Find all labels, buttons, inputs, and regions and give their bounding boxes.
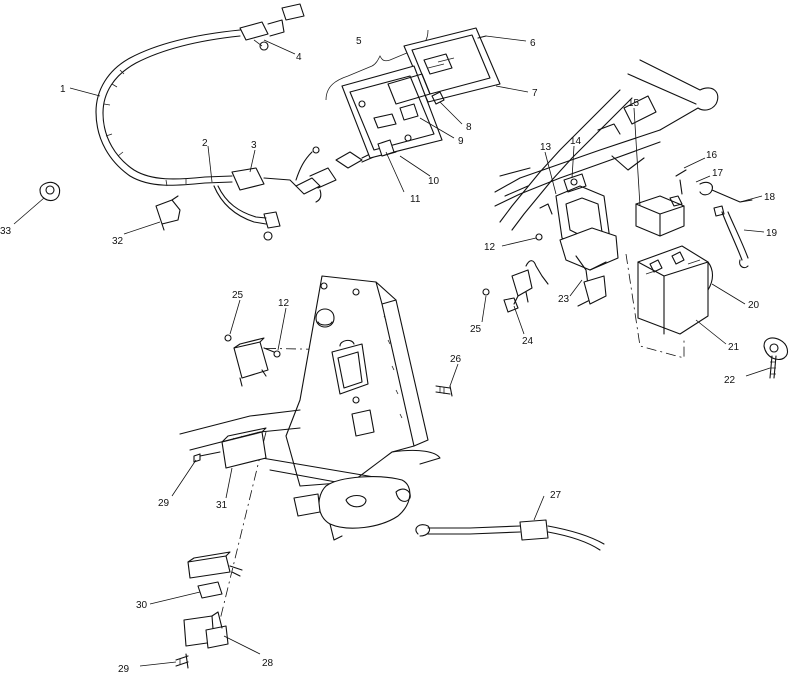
callout-29-relay: 29 xyxy=(118,664,130,674)
small-connector xyxy=(482,260,549,313)
relay-assembly xyxy=(175,551,243,669)
callout-10: 10 xyxy=(428,176,440,187)
callout-26: 26 xyxy=(450,354,462,365)
callout-6: 6 xyxy=(530,38,536,49)
callout-13: 13 xyxy=(540,142,552,153)
callout-24: 24 xyxy=(522,336,534,347)
callout-33: 33 xyxy=(0,226,12,237)
wiring-harness xyxy=(95,3,397,241)
callout-21: 21 xyxy=(728,342,740,353)
callout-7: 7 xyxy=(532,88,538,99)
callout-16: 16 xyxy=(706,150,718,161)
battery-cables xyxy=(669,169,753,269)
main-frame-plate xyxy=(285,275,429,487)
callout-3: 3 xyxy=(251,140,257,151)
frame-tube xyxy=(494,59,719,231)
callout-31: 31 xyxy=(216,500,228,511)
callout-23: 23 xyxy=(558,294,570,305)
callout-5: 5 xyxy=(356,36,362,47)
callout-14: 14 xyxy=(570,136,582,147)
callout-25-plate: 25 xyxy=(232,290,244,301)
callout-32: 32 xyxy=(112,236,124,247)
callout-12-bracket: 12 xyxy=(484,242,496,253)
callout-12-plate: 12 xyxy=(278,298,290,309)
connector-plug xyxy=(39,181,61,202)
battery-bracket xyxy=(535,173,619,307)
switch-part xyxy=(155,195,181,231)
leader-lines xyxy=(13,35,771,667)
callout-28: 28 xyxy=(262,658,274,669)
callout-18: 18 xyxy=(764,192,776,203)
battery-terminal-bolt xyxy=(763,337,789,379)
callout-11: 11 xyxy=(410,194,421,205)
battery xyxy=(635,195,714,335)
ground-cable xyxy=(415,519,605,551)
callout-29-regulator: 29 xyxy=(158,498,170,509)
callout-27: 27 xyxy=(550,490,562,501)
reference-lines xyxy=(219,253,685,621)
callout-15: 15 xyxy=(628,98,640,109)
callout-30: 30 xyxy=(136,600,148,611)
callout-19: 19 xyxy=(766,228,778,239)
callout-2: 2 xyxy=(202,138,208,149)
long-bolt xyxy=(435,385,453,397)
callout-22: 22 xyxy=(724,375,736,386)
callout-labels: 1 2 3 4 5 6 7 8 9 10 11 12 12 13 14 15 1… xyxy=(0,36,778,674)
callout-1: 1 xyxy=(60,84,66,95)
callout-4: 4 xyxy=(296,52,302,63)
callout-17: 17 xyxy=(712,168,724,179)
tail-light-assembly xyxy=(325,27,501,159)
callout-9: 9 xyxy=(458,136,464,147)
callout-20: 20 xyxy=(748,300,760,311)
callout-25-bracket: 25 xyxy=(470,324,482,335)
callout-8: 8 xyxy=(466,122,472,133)
ignition-module xyxy=(224,334,281,387)
voltage-regulator xyxy=(193,427,267,469)
lower-frame-rails xyxy=(179,409,441,541)
